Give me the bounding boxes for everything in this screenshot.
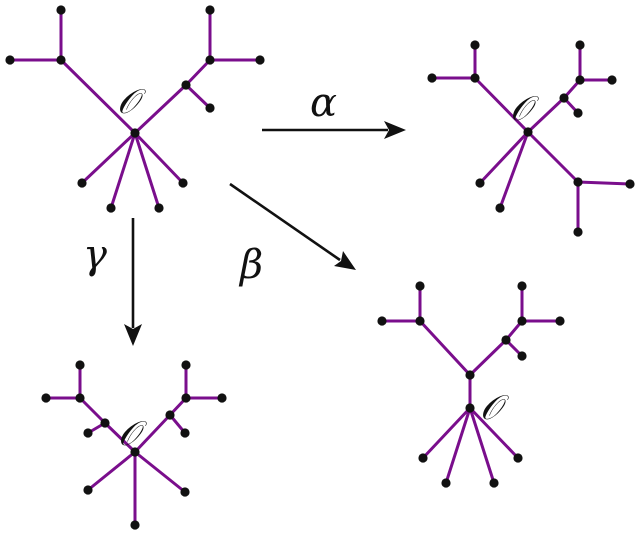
tree-edge bbox=[468, 406, 496, 485]
tree-node bbox=[41, 393, 51, 403]
tree-node bbox=[441, 478, 451, 488]
tree-node bbox=[180, 487, 190, 497]
tree-node bbox=[181, 360, 191, 370]
tree-node bbox=[575, 40, 585, 50]
tree-edge bbox=[133, 450, 187, 494]
tree-edge bbox=[133, 413, 172, 454]
tree-edge bbox=[468, 406, 520, 460]
tree-node bbox=[607, 75, 617, 85]
tree-edge bbox=[133, 83, 188, 135]
beta-arrow-label: β bbox=[238, 242, 263, 288]
tree-edge bbox=[133, 131, 161, 210]
gamma-arrow bbox=[124, 218, 142, 346]
tree-node bbox=[181, 393, 191, 403]
tree-node bbox=[573, 177, 583, 187]
tree-edge bbox=[418, 319, 472, 377]
tree-node bbox=[495, 203, 505, 213]
tree-edge bbox=[444, 406, 472, 485]
tree-node bbox=[625, 179, 635, 189]
tree-node bbox=[475, 178, 485, 188]
tree-edge bbox=[59, 58, 137, 135]
tree-node bbox=[154, 203, 164, 213]
beta-result-tree bbox=[377, 281, 565, 488]
tree-node bbox=[130, 447, 140, 457]
tree-node bbox=[470, 40, 480, 50]
tree-node bbox=[180, 428, 190, 438]
tree-edge bbox=[526, 96, 566, 134]
gamma-root-label: 𝒪 bbox=[118, 414, 147, 454]
tree-edge bbox=[103, 421, 137, 454]
tree-node bbox=[56, 5, 66, 15]
tree-node bbox=[489, 478, 499, 488]
tree-node bbox=[75, 393, 85, 403]
tree-node bbox=[427, 73, 437, 83]
tree-edge bbox=[576, 180, 632, 186]
tree-node bbox=[77, 178, 87, 188]
tree-node bbox=[181, 80, 191, 90]
tree-edge bbox=[473, 76, 530, 134]
tree-edge bbox=[184, 58, 212, 87]
tree-node bbox=[555, 316, 565, 326]
tree-edge bbox=[80, 131, 137, 185]
tree-node bbox=[165, 410, 175, 420]
tree-node bbox=[513, 453, 523, 463]
tree-node bbox=[83, 485, 93, 495]
tree-node bbox=[217, 393, 227, 403]
tree-node bbox=[418, 453, 428, 463]
tree-node bbox=[130, 128, 140, 138]
tree-node bbox=[205, 55, 215, 65]
tree-node bbox=[377, 316, 387, 326]
tree-node bbox=[517, 281, 527, 291]
source-tree bbox=[5, 5, 265, 213]
source-root-label: 𝒪 bbox=[117, 82, 146, 122]
tree-node bbox=[559, 93, 569, 103]
tree-edge bbox=[78, 396, 107, 425]
tree-node bbox=[130, 520, 140, 530]
tree-node bbox=[100, 418, 110, 428]
tree-node bbox=[106, 203, 116, 213]
tree-edge bbox=[421, 406, 472, 460]
tree-node bbox=[415, 316, 425, 326]
tree-edge bbox=[109, 131, 137, 210]
alpha-result-tree bbox=[427, 40, 635, 237]
tree-node bbox=[83, 428, 93, 438]
tree-node bbox=[255, 55, 265, 65]
tree-node bbox=[178, 178, 188, 188]
tree-node bbox=[573, 227, 583, 237]
tree-edge bbox=[133, 131, 185, 185]
tree-edge bbox=[184, 83, 212, 110]
tree-node bbox=[517, 351, 527, 361]
tree-node bbox=[523, 127, 533, 137]
beta-root-label: 𝒪 bbox=[480, 388, 509, 428]
tree-node bbox=[205, 103, 215, 113]
tree-node bbox=[501, 335, 511, 345]
tree-node bbox=[205, 5, 215, 15]
alpha-arrow-label: α bbox=[310, 80, 337, 126]
tree-node bbox=[415, 281, 425, 291]
tree-node bbox=[517, 316, 527, 326]
tree-edge bbox=[468, 338, 508, 377]
tree-edge bbox=[86, 450, 137, 492]
tree-node bbox=[465, 403, 475, 413]
tree-node bbox=[575, 75, 585, 85]
tree-node bbox=[465, 370, 475, 380]
gamma-arrow-label: γ bbox=[83, 232, 107, 278]
tree-edge bbox=[526, 130, 580, 184]
alpha-arrow bbox=[262, 121, 406, 139]
tree-node bbox=[75, 360, 85, 370]
beta-arrow bbox=[229, 182, 356, 270]
gamma-result-tree bbox=[41, 360, 227, 530]
tree-node bbox=[56, 55, 66, 65]
tree-node bbox=[470, 73, 480, 83]
tree-edge bbox=[478, 130, 530, 185]
tree-edge bbox=[498, 130, 530, 210]
tree-node bbox=[5, 55, 15, 65]
tree-node bbox=[573, 108, 583, 118]
alpha-root-label: 𝒪 bbox=[510, 89, 539, 129]
